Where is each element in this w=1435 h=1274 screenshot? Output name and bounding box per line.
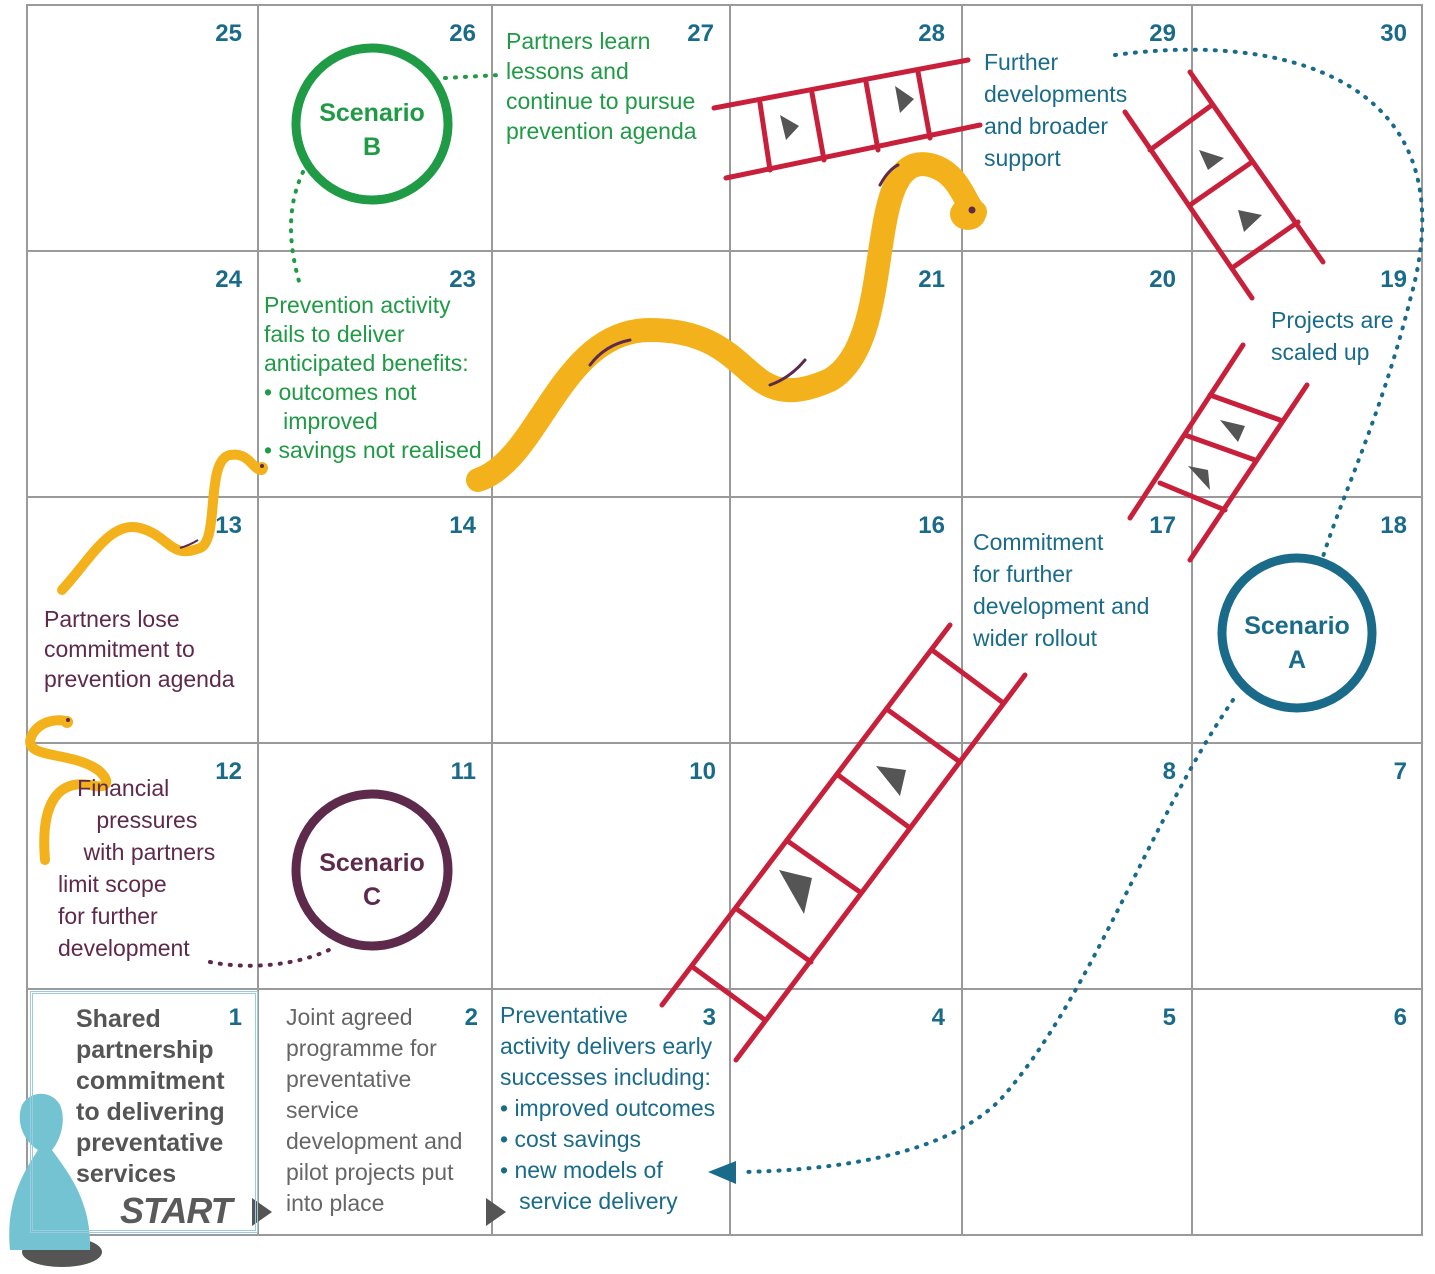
square-number-2: 2 — [464, 1004, 478, 1031]
scenario-b-circle — [291, 43, 453, 205]
start-square-text: Shared partnership commitment to deliver… — [76, 1005, 225, 1188]
square-number-28: 28 — [918, 20, 945, 47]
square-number-24: 24 — [215, 266, 242, 293]
scenario-c-circle — [291, 789, 453, 951]
square-number-26: 26 — [449, 20, 476, 47]
snake-medium — [57, 449, 268, 595]
square-number-10: 10 — [689, 758, 716, 785]
square-number-27: 27 — [687, 20, 714, 47]
square-number-18: 18 — [1380, 512, 1407, 539]
scenario-b-label: Scenario B — [319, 99, 425, 161]
scenario-a-circle — [1217, 553, 1377, 713]
ladder-19-to-30 — [1122, 69, 1326, 301]
note-square-13: Partners lose commitment to prevention a… — [44, 606, 235, 692]
ladder-arrows — [779, 86, 1262, 914]
square-number-19: 19 — [1380, 266, 1407, 293]
note-square-17: Commitment for further development and w… — [973, 529, 1150, 651]
snake-small — [25, 715, 112, 865]
ladder-3-to-16 — [659, 622, 1028, 1063]
square-number-5: 5 — [1162, 1004, 1176, 1031]
scenario-a-label: Scenario A — [1244, 612, 1350, 674]
ladder-17-to-19 — [1127, 342, 1310, 563]
square-number-3: 3 — [702, 1004, 716, 1031]
note-square-23: Prevention activity fails to deliver ant… — [264, 292, 482, 463]
note-square-12: Financial pressures with partners limit … — [58, 775, 216, 961]
square-number-7: 7 — [1393, 758, 1407, 785]
square-number-16: 16 — [918, 512, 945, 539]
scenario-b-path-down — [289, 170, 305, 287]
ladder-27-to-29 — [711, 57, 983, 181]
note-square-27: Partners learn lessons and continue to p… — [506, 28, 697, 144]
scenario-b-path-top — [443, 73, 502, 80]
note-square-19: Projects are scaled up — [1271, 307, 1394, 365]
snake-large — [466, 152, 987, 492]
scenario-c-label: Scenario C — [319, 849, 425, 911]
square-number-21: 21 — [918, 266, 945, 293]
note-square-29: Further developments and broader support — [984, 49, 1128, 171]
scenario-c-path — [208, 946, 335, 968]
square-number-13: 13 — [215, 512, 242, 539]
square-number-4: 4 — [931, 1004, 945, 1031]
arrow-head-icon — [708, 1161, 736, 1184]
scenario-a-return-path — [743, 698, 1235, 1174]
square-number-17: 17 — [1149, 512, 1176, 539]
square-number-1: 1 — [228, 1004, 242, 1031]
square-number-29: 29 — [1149, 20, 1176, 47]
note-square-2: Joint agreed programme for preventative … — [286, 1004, 463, 1216]
square-number-30: 30 — [1380, 20, 1407, 47]
square-2-arrow-icon — [486, 1198, 506, 1226]
square-number-6: 6 — [1393, 1004, 1407, 1031]
square-number-25: 25 — [215, 20, 242, 47]
square-number-8: 8 — [1162, 758, 1176, 785]
square-number-14: 14 — [449, 512, 476, 539]
square-number-20: 20 — [1149, 266, 1176, 293]
scenario-a-path — [1113, 47, 1425, 562]
square-number-23: 23 — [449, 266, 476, 293]
start-label: START — [120, 1190, 233, 1231]
start-square-frame — [30, 991, 258, 1233]
note-square-3: Preventative activity delivers early suc… — [500, 1002, 716, 1214]
square-number-12: 12 — [215, 758, 242, 785]
player-pawn — [9, 1093, 102, 1267]
square-number-11: 11 — [450, 758, 476, 785]
